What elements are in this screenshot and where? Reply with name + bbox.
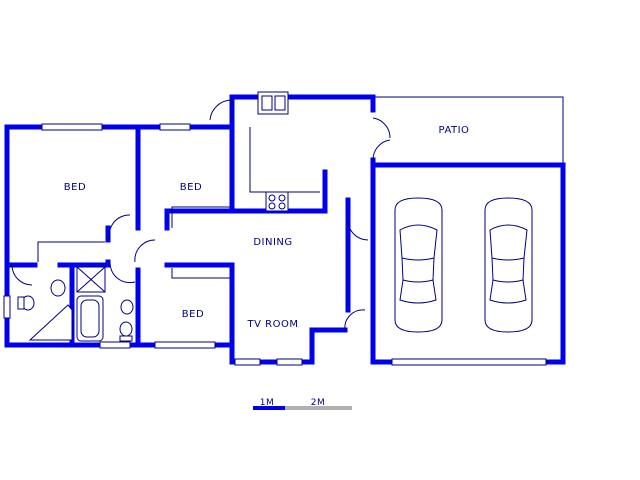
scale-label-2m: 2M (311, 398, 326, 408)
window-tv1 (234, 358, 261, 366)
room-label-dining: DINING (253, 237, 292, 248)
room-label-bed-3: BED (182, 309, 204, 320)
stove-icon (265, 191, 289, 212)
window-tv2 (276, 358, 303, 366)
interior-walls (4, 124, 328, 348)
window-left (3, 295, 11, 319)
basin-icon (50, 279, 66, 297)
window-bed3 (154, 341, 216, 349)
garage (370, 162, 566, 366)
windows (3, 123, 303, 366)
garage-door (391, 358, 547, 366)
doors (11, 99, 391, 331)
scale-label-1m: 1M (260, 398, 275, 408)
basin-icon-2 (120, 299, 134, 315)
toilet-icon-2 (119, 321, 133, 337)
scale-bar: 1M 2M (253, 398, 352, 410)
window-bed2 (159, 123, 191, 131)
interior-details (37, 97, 320, 279)
car-right-icon (484, 197, 533, 333)
window-bath (99, 341, 131, 349)
room-label-bed-2: BED (180, 182, 202, 193)
patio-outline (373, 96, 564, 165)
kitchen-fixtures (257, 91, 289, 212)
window-bed1 (41, 123, 103, 131)
bathtub-corner-icon (28, 304, 73, 341)
car-left-icon (394, 197, 443, 333)
room-label-tv-room: TV ROOM (247, 319, 299, 330)
room-label-patio: PATIO (439, 125, 470, 136)
bathroom-fixtures (17, 266, 134, 342)
room-label-bed-1: BED (64, 182, 86, 193)
